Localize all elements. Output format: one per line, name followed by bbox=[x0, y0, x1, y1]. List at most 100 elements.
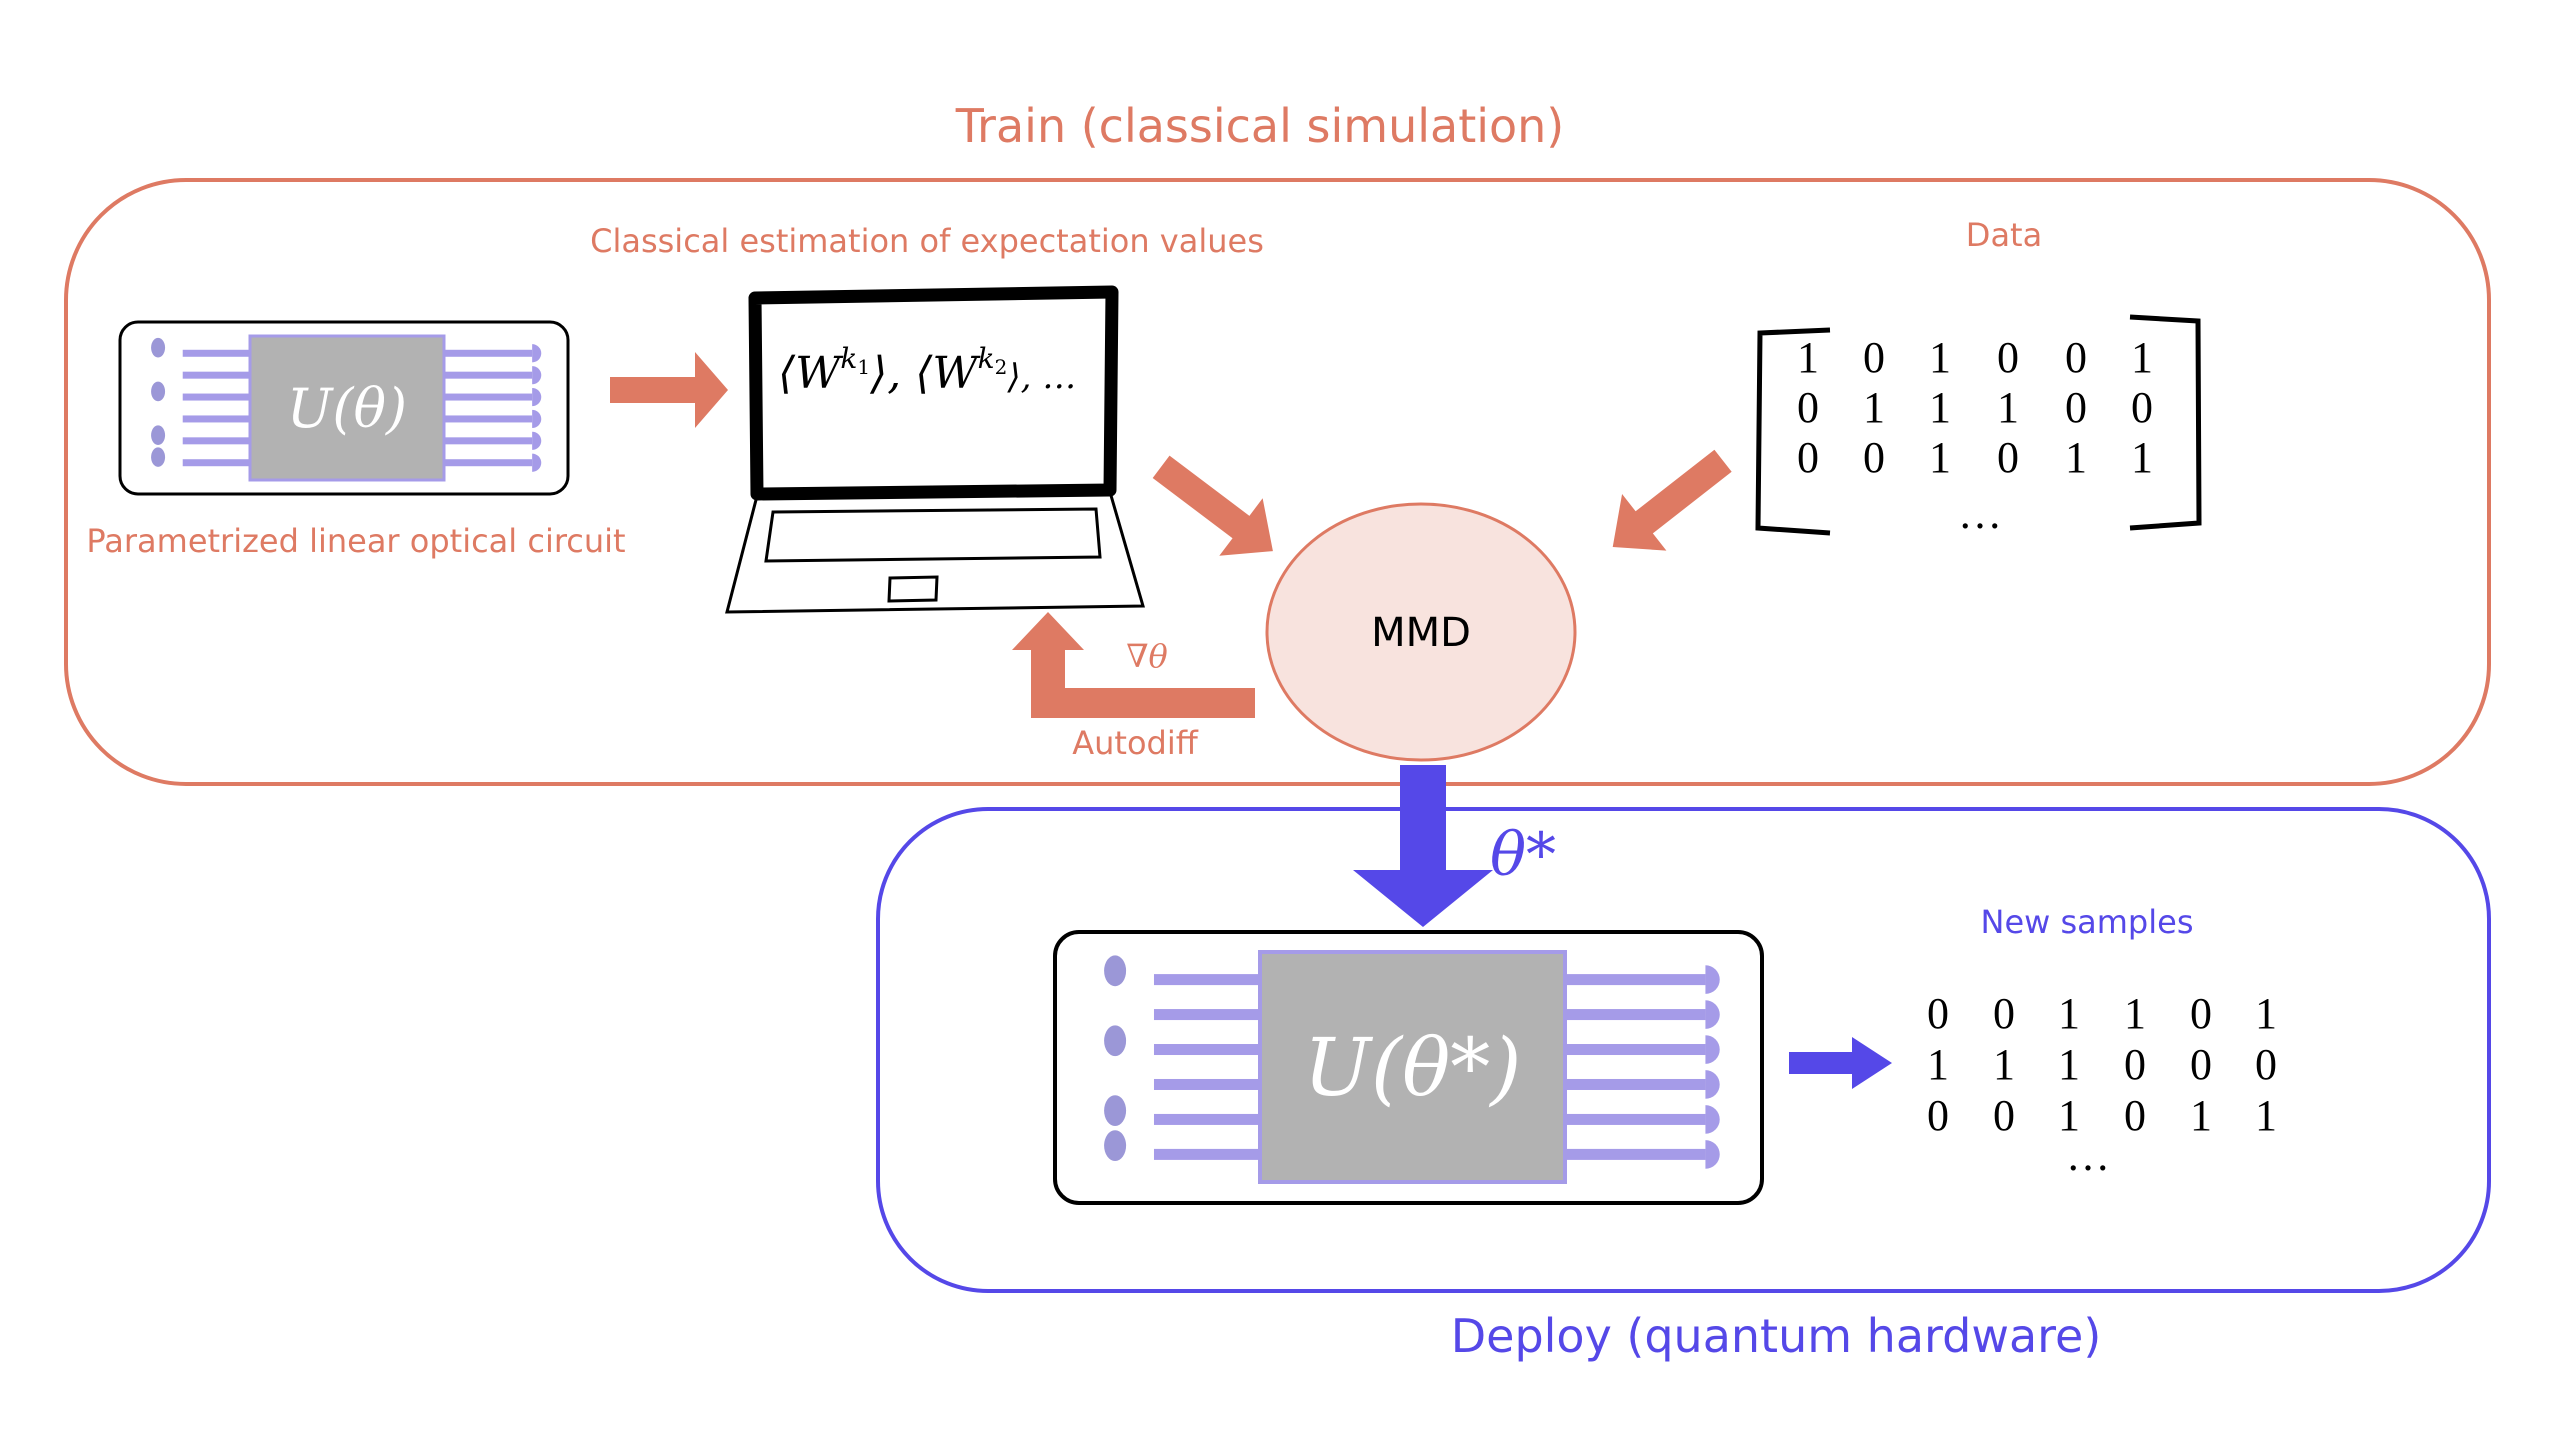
mmd-node bbox=[1265, 502, 1577, 762]
deploy-circuit-detector-icon bbox=[1705, 1000, 1720, 1029]
sample-cell: 0 bbox=[1993, 1091, 2015, 1140]
deploy-circuit: U(θ*) bbox=[1053, 930, 1764, 1205]
train-circuit-detector-icon bbox=[532, 453, 542, 472]
train-circuit-detector-icon bbox=[532, 387, 542, 407]
deploy-circuit-photon-icon bbox=[1104, 1130, 1127, 1161]
data-matrix-cell: 0 bbox=[2065, 333, 2087, 382]
sample-cell: 0 bbox=[2124, 1040, 2146, 1089]
deploy-region bbox=[876, 807, 2491, 1293]
data-matrix-cell: 1 bbox=[1997, 383, 2019, 432]
data-matrix-cell: 0 bbox=[2131, 383, 2153, 432]
train-circuit-output-waveguide bbox=[444, 393, 533, 401]
deploy-circuit-photon-icon bbox=[1104, 1025, 1127, 1057]
sample-cell: 1 bbox=[2255, 989, 2277, 1038]
sample-cell: 1 bbox=[2058, 989, 2080, 1038]
deploy-circuit-detector-icon bbox=[1705, 965, 1720, 994]
deploy-circuit-photon-icon bbox=[1104, 955, 1127, 987]
circuit-label: Parametrized linear optical circuit bbox=[86, 522, 625, 560]
data-matrix-cell: 0 bbox=[2065, 383, 2087, 432]
deploy-circuit-output-waveguide bbox=[1565, 1009, 1706, 1021]
train-circuit: U(θ) bbox=[118, 320, 570, 496]
mmd-label: MMD bbox=[1371, 610, 1471, 656]
data-matrix-cell: 0 bbox=[1863, 333, 1885, 382]
data-matrix-cell: 0 bbox=[1997, 333, 2019, 382]
train-circuit-detector-icon bbox=[532, 344, 542, 363]
arrow-data-to-mmd bbox=[1612, 449, 1732, 551]
deploy-circuit-output-waveguide bbox=[1565, 1113, 1706, 1125]
train-circuit-detector-icon bbox=[532, 409, 542, 429]
data-matrix-cell: 1 bbox=[1929, 433, 1951, 482]
arrow-params-transfer bbox=[1353, 765, 1493, 927]
data-matrix-cell: 1 bbox=[2065, 433, 2087, 482]
gradient-label: ∇θ bbox=[1126, 637, 1168, 675]
train-circuit-photon-icon bbox=[151, 425, 166, 446]
train-circuit-output-waveguide bbox=[444, 371, 533, 379]
train-circuit-output-waveguide bbox=[444, 459, 533, 467]
train-circuit-unitary bbox=[248, 334, 446, 482]
train-circuit-output-waveguide bbox=[444, 349, 533, 357]
deploy-circuit-input-waveguide bbox=[1153, 974, 1260, 986]
arrow-laptop-to-mmd bbox=[1152, 455, 1273, 556]
data-ellipsis: … bbox=[1958, 489, 2002, 538]
arrow-circuit-to-laptop bbox=[610, 352, 728, 428]
deploy-circuit-photon-icon bbox=[1104, 1095, 1127, 1127]
train-region bbox=[64, 178, 2491, 786]
train-circuit-photon-icon bbox=[151, 337, 166, 358]
train-circuit-input-waveguide bbox=[182, 393, 250, 401]
deploy-circuit-unitary bbox=[1258, 950, 1567, 1184]
deploy-circuit-detector-icon bbox=[1705, 1140, 1720, 1169]
sample-cell: 0 bbox=[2255, 1040, 2277, 1089]
optimal-params: θ* bbox=[1490, 820, 1556, 890]
deploy-circuit-detector-icon bbox=[1705, 1035, 1720, 1064]
train-circuit-input-waveguide bbox=[182, 371, 250, 379]
train-circuit-input-waveguide bbox=[182, 415, 250, 423]
deploy-title: Deploy (quantum hardware) bbox=[1451, 1309, 2102, 1363]
sample-cell: 0 bbox=[2124, 1091, 2146, 1140]
sample-cell: 0 bbox=[1927, 1091, 1949, 1140]
sample-cell: 1 bbox=[2190, 1091, 2212, 1140]
sample-cell: 0 bbox=[1993, 989, 2015, 1038]
deploy-circuit-input-waveguide bbox=[1153, 1044, 1260, 1056]
train-circuit-input-waveguide bbox=[182, 459, 250, 467]
sample-cell: 1 bbox=[2124, 989, 2146, 1038]
sample-cell: 1 bbox=[2058, 1091, 2080, 1140]
deploy-circuit-unitary-label: U(θ*) bbox=[1303, 1021, 1521, 1114]
data-matrix-cell: 1 bbox=[1929, 383, 1951, 432]
arrow-to-samples bbox=[1789, 1037, 1892, 1089]
train-circuit-photon-icon bbox=[151, 381, 166, 402]
deploy-circuit-detector-icon bbox=[1705, 1105, 1720, 1134]
train-circuit-input-waveguide bbox=[182, 437, 250, 445]
data-matrix-cell: 0 bbox=[1997, 433, 2019, 482]
sample-cell: 0 bbox=[2190, 1040, 2212, 1089]
data-matrix-cell: 0 bbox=[1797, 383, 1819, 432]
samples-ellipsis: … bbox=[2066, 1131, 2110, 1180]
train-circuit-detector-icon bbox=[532, 431, 542, 450]
data-matrix-cell: 0 bbox=[1797, 433, 1819, 482]
deploy-circuit-input-waveguide bbox=[1153, 1113, 1260, 1125]
deploy-circuit-detector-icon bbox=[1705, 1070, 1720, 1099]
samples-label: New samples bbox=[1981, 903, 2194, 941]
data-matrix-cell: 1 bbox=[2131, 433, 2153, 482]
train-circuit-unitary-label: U(θ) bbox=[287, 377, 407, 440]
train-circuit-output-waveguide bbox=[444, 415, 533, 423]
deploy-circuit-input-waveguide bbox=[1153, 1009, 1260, 1021]
autodiff-label: Autodiff bbox=[1072, 724, 1199, 762]
deploy-circuit-output-waveguide bbox=[1565, 1044, 1706, 1056]
deploy-circuit-output-waveguide bbox=[1565, 1148, 1706, 1160]
deploy-circuit-output-waveguide bbox=[1565, 1078, 1706, 1090]
sample-cell: 0 bbox=[1927, 989, 1949, 1038]
sample-cell: 1 bbox=[1927, 1040, 1949, 1089]
train-title: Train (classical simulation) bbox=[955, 99, 1565, 153]
data-matrix-cell: 0 bbox=[1863, 433, 1885, 482]
train-circuit-detector-icon bbox=[532, 366, 542, 385]
train-circuit-input-waveguide bbox=[182, 349, 250, 357]
autodiff-arrow bbox=[1012, 612, 1255, 718]
laptop-icon bbox=[725, 285, 1145, 614]
expectation-values: ⟨Wk1⟩, ⟨Wk2⟩, … bbox=[778, 342, 1076, 399]
deploy-circuit-input-waveguide bbox=[1153, 1078, 1260, 1090]
data-label: Data bbox=[1966, 216, 2042, 254]
sample-cell: 0 bbox=[2190, 989, 2212, 1038]
